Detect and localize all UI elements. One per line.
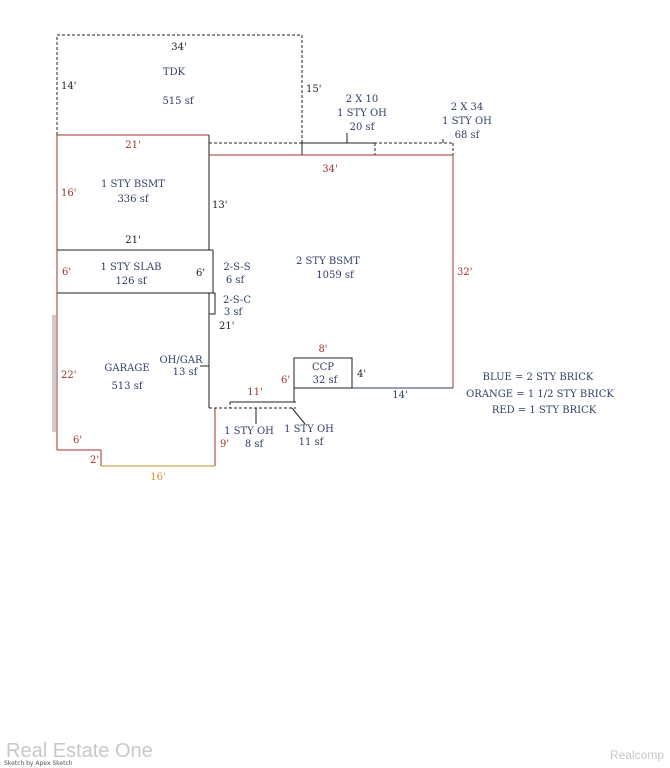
oh-2x34-line1: 2 X 34 <box>451 102 484 113</box>
dim-slab-left: 6' <box>62 267 71 278</box>
dim-garage-notch: 2' <box>90 455 99 466</box>
oh-11-size: 11 sf <box>299 437 325 448</box>
legend-red: RED = 1 STY BRICK <box>492 405 597 416</box>
dim-tdk-top: 34' <box>171 42 186 53</box>
dim-oh-bottom: 11' <box>247 387 262 398</box>
sketch-credit: Sketch by Apex Sketch <box>4 760 73 767</box>
oh-gar-size: 13 sf <box>173 367 199 378</box>
dim-bsmt1-left: 16' <box>61 188 76 199</box>
oh-8-size: 8 sf <box>245 439 265 450</box>
dim-bsmt2-right: 32' <box>457 267 472 278</box>
watermark-right: Realcomp <box>609 748 664 762</box>
bsmt2-name: 2 STY BSMT <box>296 256 360 267</box>
legend-orange: ORANGE = 1 1/2 STY BRICK <box>466 389 614 400</box>
dim-ccp-left: 6' <box>281 375 290 386</box>
ccp-size: 32 sf <box>313 375 339 386</box>
oh-2x34-line2: 1 STY OH <box>442 116 492 127</box>
s2c-name: 2-S-C <box>223 295 251 306</box>
garage-size: 513 sf <box>111 381 143 392</box>
oh-2x10-line2: 1 STY OH <box>337 108 387 119</box>
dim-bsmt2-top: 34' <box>322 164 337 175</box>
dim-garage-inner: 21' <box>219 321 234 332</box>
dim-slab-right: 6' <box>196 268 205 279</box>
bsmt1-name: 1 STY BSMT <box>101 179 165 190</box>
dim-ccp-right: 4' <box>357 369 366 380</box>
dim-tdk-right: 15' <box>306 84 321 95</box>
garage-name: GARAGE <box>104 363 149 374</box>
bsmt1-outline <box>56 134 213 251</box>
oh-2x10-size: 20 sf <box>350 122 376 133</box>
bsmt2-size: 1059 sf <box>316 270 355 281</box>
oh-2x10-line1: 2 X 10 <box>346 94 379 105</box>
tdk-size: 515 sf <box>162 96 194 107</box>
s2s-size: 6 sf <box>226 275 246 286</box>
dimension-labels: 34' 14' 15' 21' 16' 13' 21' 6' 6' 34' 32… <box>61 42 472 483</box>
tdk-name: TDK <box>163 67 186 78</box>
dim-bsmt2-bottom: 14' <box>392 390 407 401</box>
ccp-name: CCP <box>312 362 334 373</box>
s2s-name: 2-S-S <box>223 262 250 273</box>
ccp-outline <box>293 357 353 402</box>
bsmt2-outline <box>209 154 454 403</box>
dim-tdk-left: 14' <box>61 81 76 92</box>
dim-bsmt1-top: 21' <box>125 140 140 151</box>
tdk-outline <box>56 34 303 155</box>
slab-size: 126 sf <box>115 276 147 287</box>
small-boxes <box>208 292 216 315</box>
dim-ccp-top: 8' <box>318 344 327 355</box>
dim-garage-step: 6' <box>73 435 82 446</box>
oh-2x34-size: 68 sf <box>455 130 481 141</box>
slab-outline <box>56 250 214 294</box>
color-legend: BLUE = 2 STY BRICK ORANGE = 1 1/2 STY BR… <box>466 372 614 416</box>
slab-name: 1 STY SLAB <box>101 262 162 273</box>
legend-blue: BLUE = 2 STY BRICK <box>483 372 594 383</box>
dim-garage-left: 22' <box>61 370 76 381</box>
oh-11-line1: 1 STY OH <box>284 424 334 435</box>
s2c-size: 3 sf <box>224 307 244 318</box>
oh-8-line1: 1 STY OH <box>224 426 274 437</box>
dim-bsmt1-bottom: 21' <box>125 235 140 246</box>
bsmt1-size: 336 sf <box>117 194 149 205</box>
area-labels: TDK 515 sf 1 STY BSMT 336 sf 1 STY SLAB … <box>101 67 493 450</box>
leader-lines <box>200 133 444 425</box>
dim-garage-right: 9' <box>220 439 229 450</box>
oh-gar-name: OH/GAR <box>159 355 202 366</box>
dim-bsmt1-right: 13' <box>212 200 227 211</box>
dim-garage-bottom: 16' <box>150 472 165 483</box>
watermark-left: Real Estate One <box>6 740 153 762</box>
